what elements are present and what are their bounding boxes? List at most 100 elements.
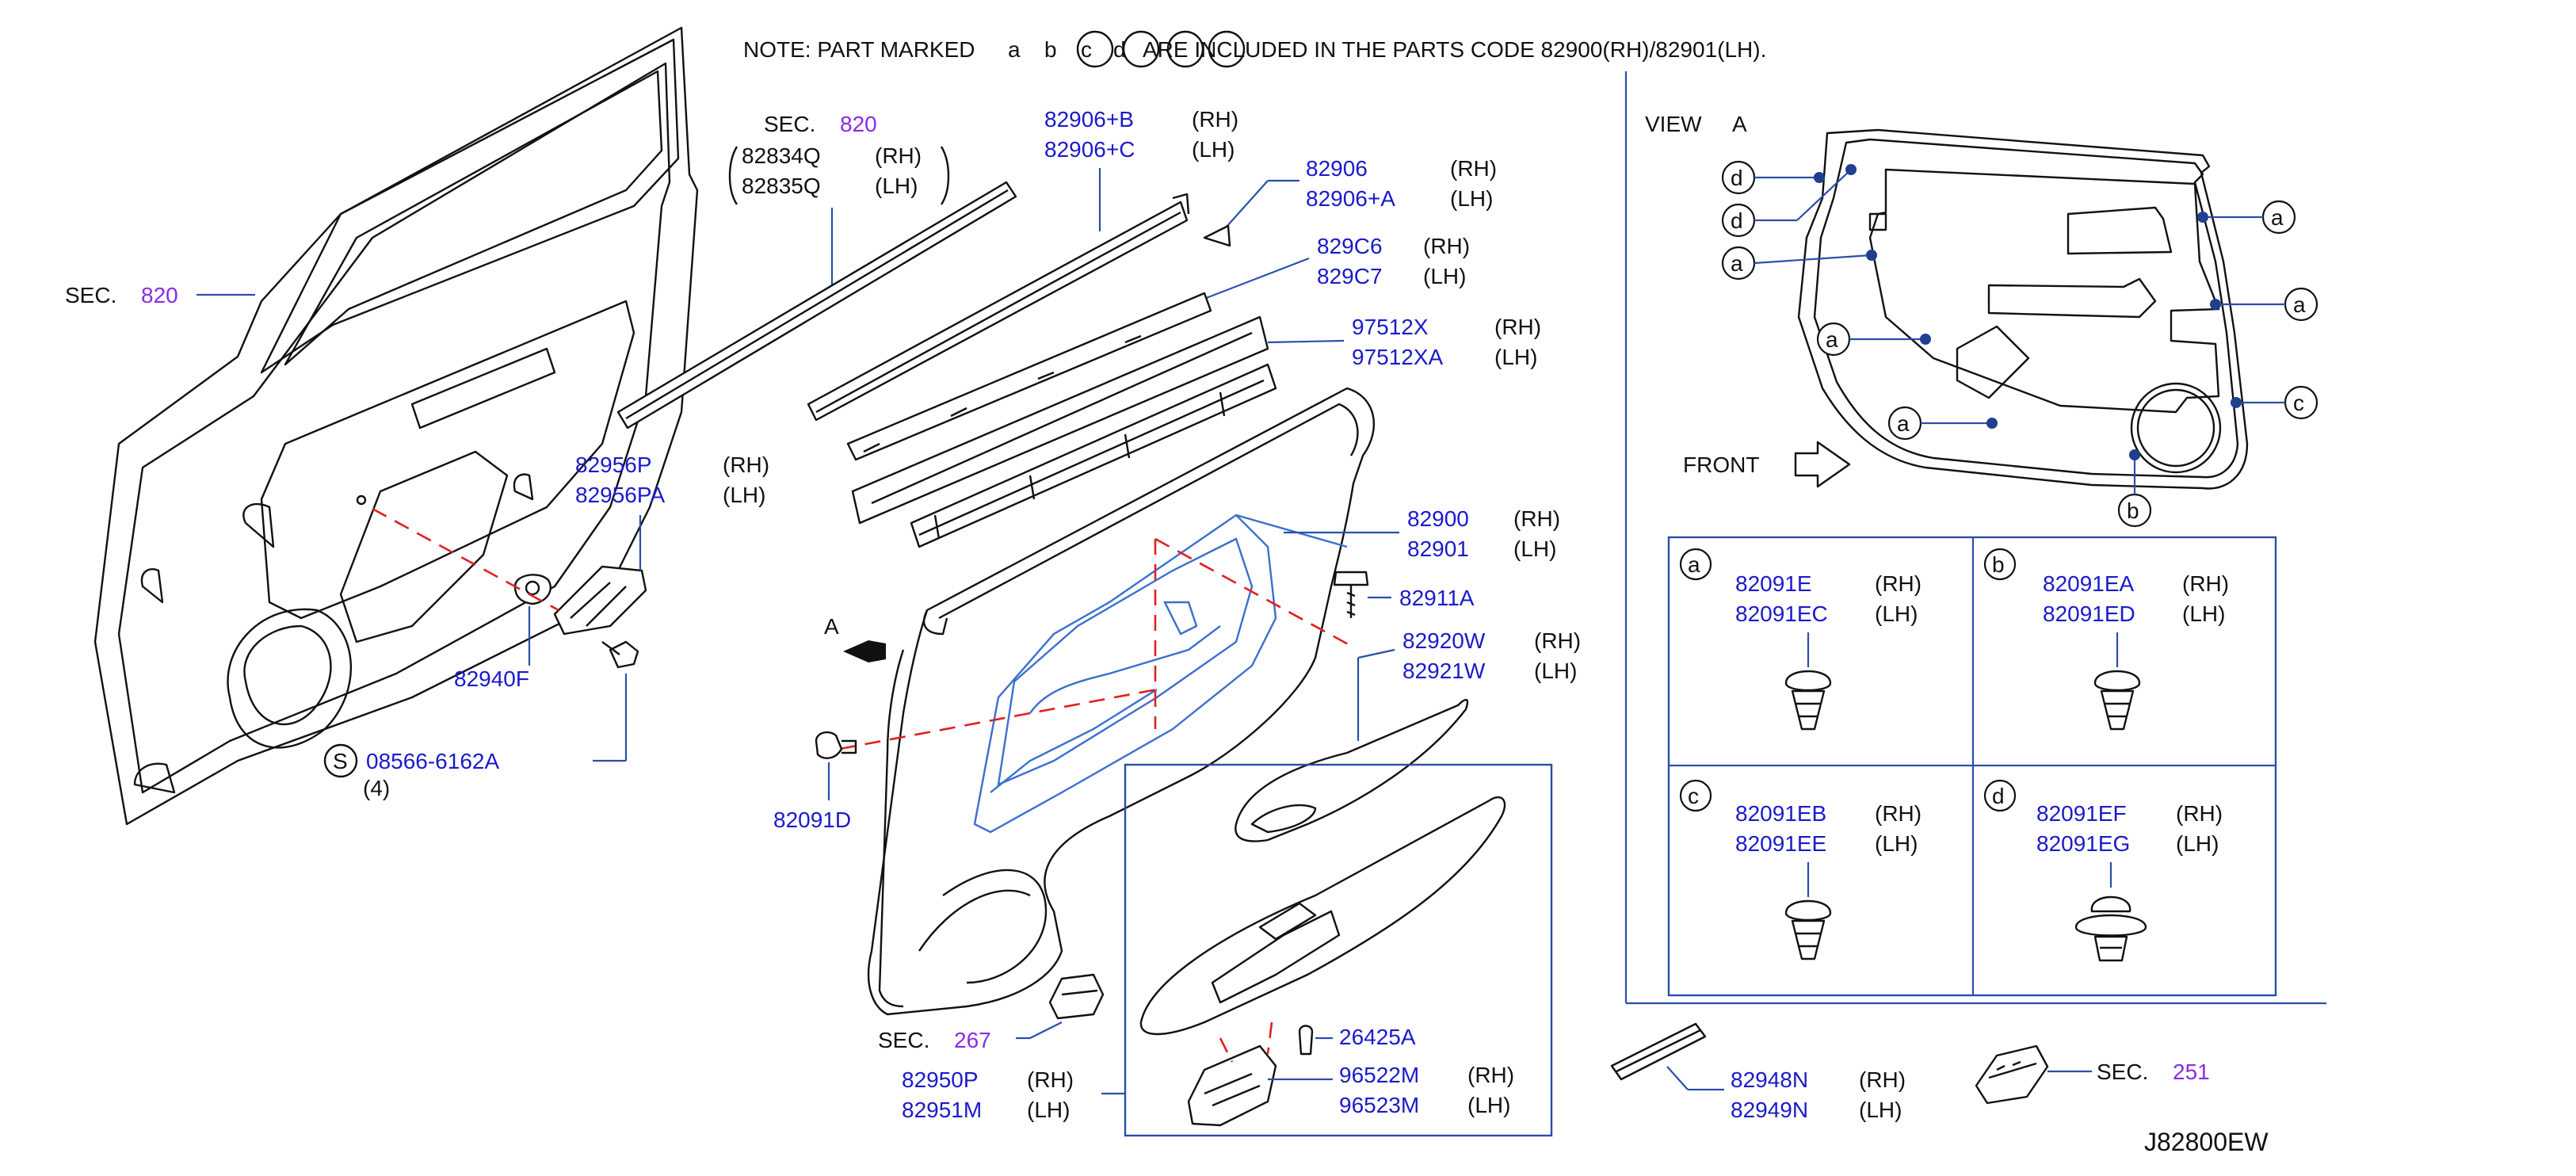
view-word: VIEW xyxy=(1645,112,1702,136)
clip-c-rh: 82091EB xyxy=(1735,801,1826,826)
finisher-82950p-drawing xyxy=(1139,796,1506,1036)
clip-82940f-drawing xyxy=(513,574,551,666)
svg-text:(RH): (RH) xyxy=(1875,571,1922,596)
svg-text:(LH): (LH) xyxy=(1467,1093,1510,1117)
note-mark-d: d xyxy=(1113,37,1126,62)
switch-96522m-drawing xyxy=(1187,1021,1333,1127)
marker-b: b xyxy=(2127,498,2139,523)
strip-829c6-drawing xyxy=(846,292,1212,461)
note-circle-c xyxy=(1076,30,1114,68)
alignment-line-clip xyxy=(839,688,1158,750)
svg-text:(LH): (LH) xyxy=(2176,831,2219,856)
label-08566: S 08566-6162A (4) xyxy=(323,743,499,800)
svg-text:(LH): (LH) xyxy=(723,483,765,507)
part-82951m: 82951M xyxy=(902,1098,982,1122)
svg-text:SEC.: SEC. xyxy=(65,283,116,307)
svg-text:(LH): (LH) xyxy=(1875,831,1918,856)
clip-cell-a: a 82091E (RH) 82091EC (LH) xyxy=(1679,548,1922,731)
marker-d-2: d xyxy=(1731,208,1743,233)
view-a-panel-drawing xyxy=(1797,128,2249,490)
part-829c6: 829C6 xyxy=(1317,234,1383,258)
clip-cell-b: b 82091EA (RH) 82091ED (LH) xyxy=(1983,548,2229,731)
marker-a-3: a xyxy=(1897,411,1910,436)
part-97512x: 97512X xyxy=(1352,315,1429,339)
alignment-line-diagonal xyxy=(1154,537,1352,647)
marker-a-4: a xyxy=(2271,205,2284,230)
clip-b-lh: 82091ED xyxy=(2043,601,2135,626)
strip-82834q-drawing xyxy=(616,181,1017,430)
part-96522m: 96522M xyxy=(1339,1063,1419,1087)
part-96523m: 96523M xyxy=(1339,1093,1419,1117)
label-sec-820-left: SEC. 820 xyxy=(65,283,255,307)
switch-sec-251-drawing xyxy=(1975,1044,2092,1105)
front-arrow-icon xyxy=(1794,441,1851,488)
note-tail: ARE INCLUDED IN THE PARTS CODE 82900(RH)… xyxy=(1143,37,1766,62)
svg-text:(RH): (RH) xyxy=(2176,801,2223,826)
clip-a-lh: 82091EC xyxy=(1735,601,1828,626)
strip-end-arrow xyxy=(1203,224,1231,247)
drawing-id: J82800EW xyxy=(2144,1128,2269,1156)
bracket-82956p-drawing xyxy=(553,515,647,636)
cover-82948n-drawing xyxy=(1610,1022,1724,1091)
part-82906-a: 82906+A xyxy=(1306,186,1395,211)
part-82834q: 82834Q xyxy=(742,143,821,168)
note-mark-a: a xyxy=(1008,37,1021,62)
svg-text:(RH): (RH) xyxy=(1467,1063,1514,1087)
svg-text:SEC.: SEC. xyxy=(878,1028,929,1052)
svg-text:(LH): (LH) xyxy=(1192,137,1235,162)
clip-26425a-drawing xyxy=(1298,1025,1333,1056)
strip-82906b-drawing xyxy=(807,193,1190,422)
clip-b-rh: 82091EA xyxy=(2043,571,2135,596)
label-82950p: 82950P (RH) 82951M (LH) xyxy=(902,1067,1074,1122)
svg-text:(RH): (RH) xyxy=(1450,156,1497,181)
view-letter: A xyxy=(1732,112,1747,136)
note-circle-f xyxy=(1208,30,1246,68)
svg-text:(RH): (RH) xyxy=(1513,506,1560,531)
clip-a-rh: 82091E xyxy=(1735,571,1812,596)
part-82920w: 82920W xyxy=(1402,628,1486,653)
label-82900: 82900 (RH) 82901 (LH) xyxy=(1284,506,1560,561)
note-lead: NOTE: PART MARKED xyxy=(743,37,975,62)
armrest-82920w-drawing xyxy=(1235,648,1469,842)
part-82835q: 82835Q xyxy=(742,174,821,198)
svg-text:(RH): (RH) xyxy=(1494,315,1541,339)
svg-text:(LH): (LH) xyxy=(1513,536,1556,561)
sec-ref-820-top: 820 xyxy=(840,112,877,136)
svg-text:(RH): (RH) xyxy=(875,143,922,168)
clip-mark-d: d xyxy=(1992,784,2005,808)
svg-text:(LH): (LH) xyxy=(1534,659,1577,683)
svg-text:(RH): (RH) xyxy=(1875,801,1922,826)
label-82920w: 82920W (RH) 82921W (LH) xyxy=(1402,628,1581,683)
svg-text:(LH): (LH) xyxy=(1875,601,1918,626)
screw-08566-drawing xyxy=(593,640,639,762)
svg-text:SEC.: SEC. xyxy=(2097,1060,2148,1084)
part-82950p: 82950P xyxy=(902,1067,979,1092)
strip-97512x-drawing xyxy=(851,315,1277,548)
part-82956pa: 82956PA xyxy=(575,483,665,507)
marker-c: c xyxy=(2293,391,2304,415)
svg-text:(LH): (LH) xyxy=(1859,1098,1902,1122)
svg-text:(RH): (RH) xyxy=(1859,1067,1906,1092)
part-82949n: 82949N xyxy=(1731,1098,1808,1122)
svg-text:(RH): (RH) xyxy=(1534,628,1581,653)
part-82906-b: 82906+B xyxy=(1044,107,1134,132)
part-82906-c: 82906+C xyxy=(1044,137,1135,162)
note-line: NOTE: PART MARKED a b c d ARE INCLUDED I… xyxy=(743,30,1766,68)
svg-text:SEC.: SEC. xyxy=(764,112,815,136)
label-sec-251: SEC. 251 xyxy=(2097,1060,2210,1084)
quantity-4: (4) xyxy=(363,776,390,800)
front-indicator: FRONT xyxy=(1683,441,1851,488)
alignment-line-left xyxy=(372,507,559,612)
part-26425a: 26425A xyxy=(1339,1025,1416,1049)
note-mark-b: b xyxy=(1044,37,1057,62)
svg-text:(RH): (RH) xyxy=(1192,107,1238,132)
part-82956p: 82956P xyxy=(575,452,652,477)
marker-a-1: a xyxy=(1731,251,1743,276)
part-82906: 82906 xyxy=(1306,156,1368,181)
svg-text:(RH): (RH) xyxy=(1027,1067,1074,1092)
front-label: FRONT xyxy=(1683,452,1759,477)
part-82940f: 82940F xyxy=(454,666,529,691)
view-a-arrow: A xyxy=(824,614,886,662)
part-97512xa: 97512XA xyxy=(1352,345,1444,369)
clip-mark-a: a xyxy=(1688,552,1700,577)
